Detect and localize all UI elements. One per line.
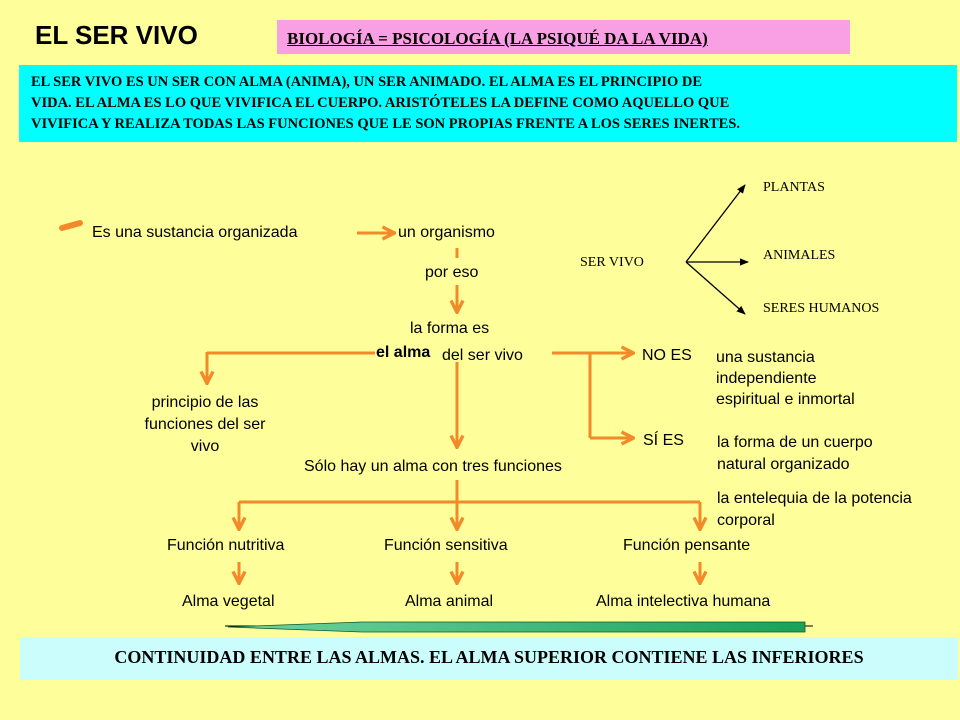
- classification-plantas: PLANTAS: [763, 180, 825, 195]
- soul-animal: Alma animal: [405, 593, 494, 610]
- no-es-description: una sustancia independiente espiritual e…: [716, 347, 855, 410]
- page-title: EL SER VIVO: [35, 20, 198, 50]
- function-nutritiva: Función nutritiva: [167, 537, 285, 554]
- label-el-alma: el alma: [376, 344, 431, 361]
- principio-box: principio de las funciones del ser vivo: [115, 392, 295, 458]
- arrow-to-plantas: [685, 184, 746, 263]
- no-es-line-1: una sustancia: [716, 349, 815, 366]
- label-forma-es: la forma es: [410, 320, 490, 337]
- classification-root: SER VIVO: [580, 255, 644, 270]
- label-del-ser-vivo: del ser vivo: [442, 347, 523, 364]
- intro-box: [19, 65, 957, 142]
- classification-seres-humanos: SERES HUMANOS: [763, 301, 880, 316]
- subtitle: BIOLOGÍA = PSICOLOGÍA (LA PSIQUÉ DA LA V…: [287, 29, 708, 48]
- continuity-arrow: [225, 621, 813, 633]
- intro-line-1: EL SER VIVO ES UN SER CON ALMA (ANIMA), …: [31, 74, 702, 90]
- entelequia-description: la entelequia de la potencia corporal: [717, 488, 912, 532]
- arrow-to-seres-humanos: [685, 261, 746, 315]
- function-sensitiva: Función sensitiva: [384, 537, 508, 554]
- label-no-es: NO ES: [642, 347, 692, 364]
- entelequia-line-1: la entelequia de la potencia: [717, 490, 912, 507]
- si-es-line-2: natural organizado: [717, 456, 850, 473]
- no-es-line-3: espiritual e inmortal: [716, 391, 855, 408]
- label-organismo: un organismo: [398, 224, 495, 241]
- footer-box: [20, 637, 958, 680]
- no-es-line-2: independiente: [716, 370, 817, 387]
- intro-text: EL SER VIVO ES UN SER CON ALMA (ANIMA), …: [31, 72, 951, 135]
- intro-line-2: VIDA. EL ALMA ES LO QUE VIVIFICA EL CUER…: [31, 95, 730, 111]
- label-sustancia: Es una sustancia organizada: [92, 224, 298, 241]
- si-es-line-1: la forma de un cuerpo: [717, 434, 873, 451]
- principio-line-3: vivo: [190, 438, 220, 455]
- soul-intelectiva: Alma intelectiva humana: [596, 593, 771, 610]
- classification-animales: ANIMALES: [763, 248, 836, 263]
- principio-line-1: principio de las: [151, 394, 259, 411]
- principio-line-2: funciones del ser: [144, 416, 266, 433]
- bullet-dash: [59, 220, 83, 231]
- si-es-description: la forma de un cuerpo natural organizado: [717, 432, 873, 476]
- entelequia-line-2: corporal: [717, 512, 775, 529]
- subtitle-box: [277, 20, 850, 54]
- footer-text: CONTINUIDAD ENTRE LAS ALMAS. EL ALMA SUP…: [114, 647, 864, 667]
- label-un-alma: Sólo hay un alma con tres funciones: [304, 458, 562, 475]
- function-pensante: Función pensante: [623, 537, 751, 554]
- label-por-eso: por eso: [425, 264, 479, 281]
- label-si-es: SÍ ES: [643, 432, 684, 449]
- soul-vegetal: Alma vegetal: [182, 593, 275, 610]
- intro-line-3: VIVIFICA Y REALIZA TODAS LAS FUNCIONES Q…: [31, 116, 740, 132]
